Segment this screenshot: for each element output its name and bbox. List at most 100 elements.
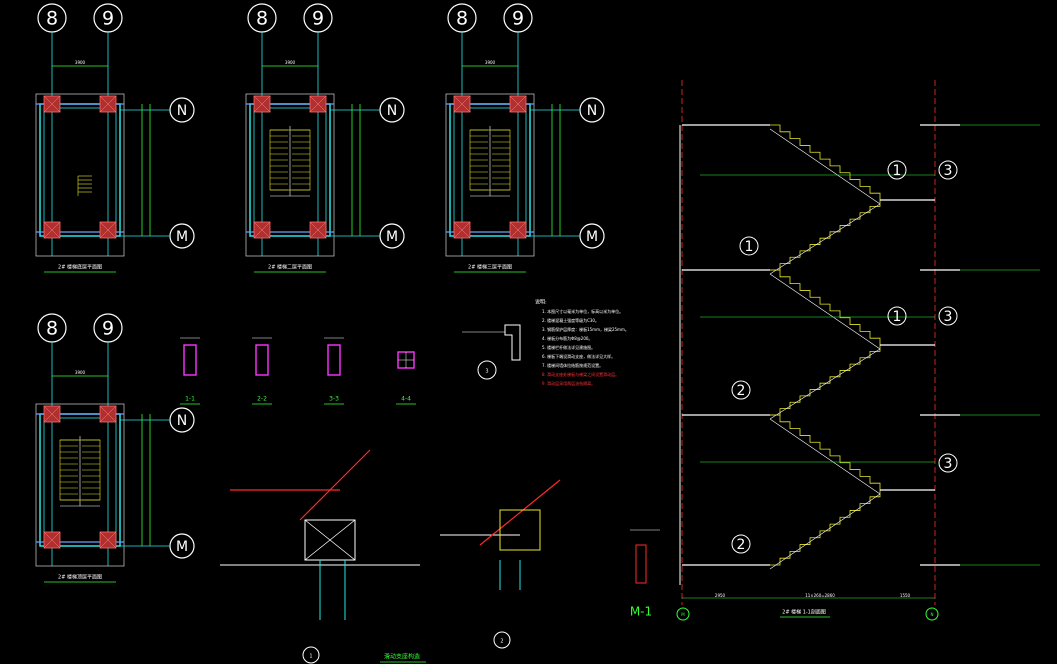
elev-axis-label-M: M bbox=[681, 612, 685, 617]
notes-red-line: 8. 滑动支座处梯板与梯梁之间设置滑动层。 bbox=[542, 371, 619, 377]
axis-label-N: N bbox=[177, 103, 187, 119]
elev-callout-label: 2 bbox=[737, 537, 746, 553]
column-hatch bbox=[309, 221, 327, 239]
section-outline bbox=[183, 344, 197, 376]
detail-2-beam bbox=[499, 509, 541, 551]
section-label: 3-3 bbox=[329, 396, 339, 403]
axis-label-8: 8 bbox=[256, 8, 268, 30]
notes-line: 4. 梯板分布筋为Φ8@200。 bbox=[542, 335, 592, 341]
detail-2-label: 2 bbox=[500, 639, 503, 645]
column-hatch bbox=[43, 405, 61, 423]
axis-label-9: 9 bbox=[312, 8, 324, 30]
axis-label-M: M bbox=[176, 229, 188, 245]
wall-inner bbox=[43, 107, 117, 233]
flight-soffit bbox=[769, 418, 881, 495]
plan-caption: 2# 楼梯三层平面图 bbox=[468, 264, 512, 271]
axis-label-8: 8 bbox=[46, 318, 58, 340]
elev-callout-label: 3 bbox=[944, 309, 953, 325]
axis-label-N: N bbox=[587, 103, 597, 119]
section-1: 1-1 bbox=[180, 337, 200, 405]
column-hatch bbox=[453, 221, 471, 239]
elev-axis-label-N: N bbox=[931, 612, 934, 617]
elev-callout-bubble bbox=[731, 534, 751, 554]
notes-red-line: 9. 滑动层采用两层油毡隔离。 bbox=[542, 380, 595, 386]
column-hatch bbox=[309, 95, 327, 113]
elev-callout-bubble bbox=[938, 160, 958, 180]
section-outline bbox=[255, 344, 269, 376]
elev-callout-bubble bbox=[887, 306, 907, 326]
notes-title: 说明: bbox=[535, 299, 547, 306]
notes-line: 7. 楼梯间墙体拉结筋按规范设置。 bbox=[542, 362, 603, 368]
stair-flight bbox=[770, 414, 881, 490]
column-hatch bbox=[43, 221, 61, 239]
column-hatch bbox=[99, 95, 117, 113]
detail-2-bar bbox=[479, 479, 561, 546]
details-title: 滑动支座构造 bbox=[384, 653, 420, 661]
axis-label-N: N bbox=[387, 103, 397, 119]
detail-3-shape bbox=[504, 324, 521, 361]
column-hatch bbox=[453, 95, 471, 113]
detail-2-bubble bbox=[493, 631, 511, 649]
column-hatch bbox=[99, 221, 117, 239]
elev-axis-bubble-M bbox=[676, 607, 690, 621]
notes-line: 5. 楼梯栏杆做法详见建施图。 bbox=[542, 344, 595, 350]
column-hatch bbox=[43, 531, 61, 549]
column-hatch bbox=[253, 95, 271, 113]
section-label: 4-4 bbox=[401, 396, 411, 403]
column-hatch bbox=[99, 531, 117, 549]
elev-callout-label: 2 bbox=[737, 383, 746, 399]
detail-3: 3 bbox=[462, 324, 521, 380]
m1-outline bbox=[635, 544, 647, 584]
flight-soffit bbox=[769, 348, 881, 420]
stair-flight bbox=[770, 345, 881, 416]
axis-label-9: 9 bbox=[512, 8, 524, 30]
plan-caption: 2# 楼梯底层平面图 bbox=[58, 264, 102, 271]
detail-group: 1 2 滑动支座构造 M-1 bbox=[220, 449, 660, 664]
elev-callout-bubble bbox=[887, 160, 907, 180]
dim-top-text: 3900 bbox=[485, 60, 496, 65]
detail-1-label: 1 bbox=[309, 654, 312, 660]
flight-soffit bbox=[769, 203, 881, 275]
stair-flight bbox=[770, 200, 881, 271]
axis-label-8: 8 bbox=[46, 8, 58, 30]
axis-label-9: 9 bbox=[102, 8, 114, 30]
detail-3-label: 3 bbox=[485, 369, 488, 375]
section-3: 3-3 bbox=[324, 337, 344, 405]
section-2: 2-2 bbox=[252, 337, 272, 405]
axis-label-8: 8 bbox=[456, 8, 468, 30]
section-4: 4-4 bbox=[396, 351, 416, 405]
axis-label-M: M bbox=[176, 539, 188, 555]
dim-top-text: 3900 bbox=[75, 60, 86, 65]
m1-label: M-1 bbox=[630, 605, 652, 619]
elev-callout-label: 3 bbox=[944, 163, 953, 179]
elev-callout-label: 1 bbox=[745, 239, 754, 255]
section-outline bbox=[327, 344, 341, 376]
column-hatch bbox=[253, 221, 271, 239]
elev-dim-left: 2950 bbox=[715, 593, 726, 598]
flight-soffit bbox=[769, 273, 881, 350]
column-hatch bbox=[99, 405, 117, 423]
elev-callout-bubble bbox=[731, 380, 751, 400]
section-label: 1-1 bbox=[185, 396, 195, 403]
plan-outline bbox=[35, 93, 125, 257]
detail-1-bar bbox=[299, 449, 371, 521]
plan-caption: 2# 楼梯二层平面图 bbox=[268, 264, 312, 271]
stair-flight bbox=[770, 490, 881, 566]
axis-label-N: N bbox=[177, 413, 187, 429]
dim-top-text: 3900 bbox=[75, 370, 86, 375]
elev-dim-mid: 11×260=2860 bbox=[805, 593, 835, 598]
plan-outline bbox=[35, 403, 125, 567]
notes-line: 3. 钢筋保护层厚度：梯板15mm，梯梁25mm。 bbox=[542, 326, 629, 332]
axis-label-9: 9 bbox=[102, 318, 114, 340]
elev-callout-label: 3 bbox=[944, 456, 953, 472]
column-hatch bbox=[43, 95, 61, 113]
stair-flight bbox=[770, 124, 881, 200]
stair-flight bbox=[770, 269, 881, 345]
column-hatch bbox=[509, 221, 527, 239]
axis-label-M: M bbox=[386, 229, 398, 245]
